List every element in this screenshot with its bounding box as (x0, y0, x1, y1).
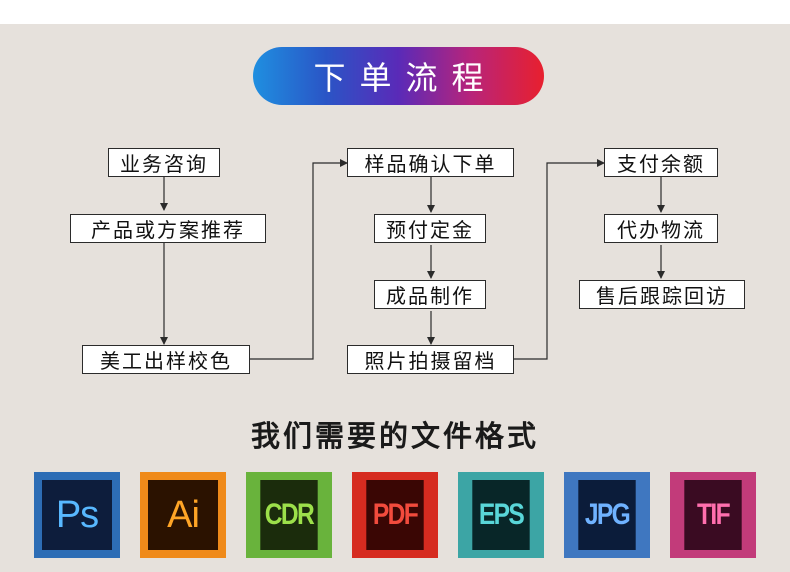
ps-icon: Ps (34, 472, 120, 558)
ai-label: Ai (148, 480, 218, 550)
node-proof-color: 美工出样校色 (82, 345, 250, 374)
node-consult: 业务咨询 (108, 148, 220, 177)
tif-label: TIF (684, 480, 742, 550)
tif-icon: TIF (670, 472, 756, 558)
cdr-label: CDR (260, 480, 318, 550)
node-deposit: 预付定金 (374, 214, 486, 243)
node-sample-confirm: 样品确认下单 (347, 148, 514, 177)
arrow-c1-c2 (250, 159, 348, 360)
pdf-label: PDF (366, 480, 424, 550)
ai-icon: Ai (140, 472, 226, 558)
node-logistics: 代办物流 (604, 214, 718, 243)
cdr-icon: CDR (246, 472, 332, 558)
arrow-c2-c3 (514, 159, 605, 360)
pdf-icon: PDF (352, 472, 438, 558)
node-after-sales: 售后跟踪回访 (579, 280, 745, 309)
jpg-label: JPG (578, 480, 636, 550)
node-balance-payment: 支付余额 (604, 148, 718, 177)
formats-title: 我们需要的文件格式 (250, 419, 539, 453)
eps-label: EPS (472, 480, 530, 550)
node-photo-archive: 照片拍摄留档 (347, 345, 514, 374)
page-title: 下单流程 (253, 47, 544, 105)
eps-icon: EPS (458, 472, 544, 558)
node-recommend: 产品或方案推荐 (70, 214, 266, 243)
node-production: 成品制作 (374, 280, 486, 309)
jpg-icon: JPG (564, 472, 650, 558)
ps-label: Ps (42, 480, 112, 550)
